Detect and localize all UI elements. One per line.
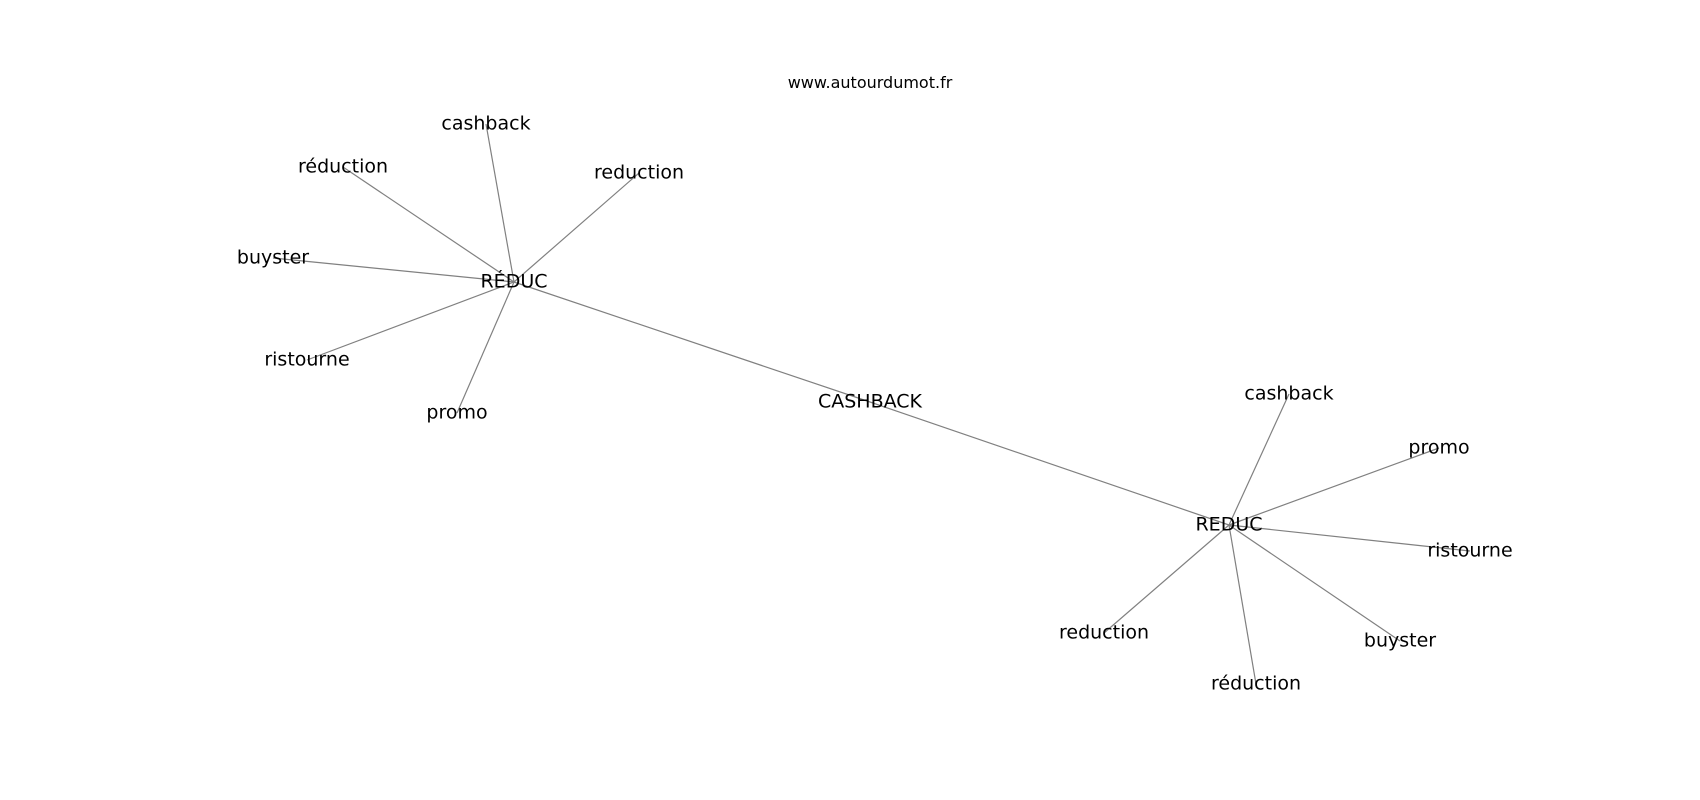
edge-h1-reduction [513,172,640,283]
edge-h2-reduction-accent [1228,524,1257,685]
edge-h2-ristourne [1228,524,1471,552]
leaf-node-label-h1-promo: promo [426,402,487,424]
edge-h1-buyster [272,257,515,283]
leaf-node-label-h1-cashback: cashback [441,113,530,135]
edge-h2-promo [1228,447,1440,526]
edge-h2-buyster [1228,524,1401,642]
leaf-node-label-h2-reduction: reduction [1059,622,1149,644]
leaf-node-label-h2-cashback: cashback [1244,383,1333,405]
edge-h2-cashback [1228,393,1290,526]
leaf-node-label-h2-reduction-accent: réduction [1211,673,1301,695]
edge-h2-reduction [1103,524,1230,634]
edge-h1-ristourne [306,281,515,361]
edge-center-hub2 [869,401,1230,526]
leaf-node-label-h1-buyster: buyster [237,247,309,269]
leaf-node-label-h1-reduction: reduction [594,162,684,184]
leaf-node-label-h2-promo: promo [1408,437,1469,459]
nodes: CASHBACK RÉDUC REDUC cashback réduction reduc… [237,113,1513,695]
edge-h1-promo [456,281,515,414]
site-watermark: www.autourdumot.fr [788,73,953,92]
hub-node-label-hub1: RÉDUC [480,270,547,293]
edge-h1-reduction-accent [342,166,515,283]
leaf-node-label-h1-ristourne: ristourne [264,349,349,371]
center-node-label: CASHBACK [818,391,923,413]
edges [272,123,1471,685]
leaf-node-label-h2-buyster: buyster [1364,630,1436,652]
hub-node-label-hub2: REDUC [1195,514,1262,536]
leaf-node-label-h2-ristourne: ristourne [1427,540,1512,562]
edge-h1-cashback [485,123,515,283]
leaf-node-label-h1-reduction-accent: réduction [298,156,388,178]
edge-center-hub1 [513,281,871,403]
